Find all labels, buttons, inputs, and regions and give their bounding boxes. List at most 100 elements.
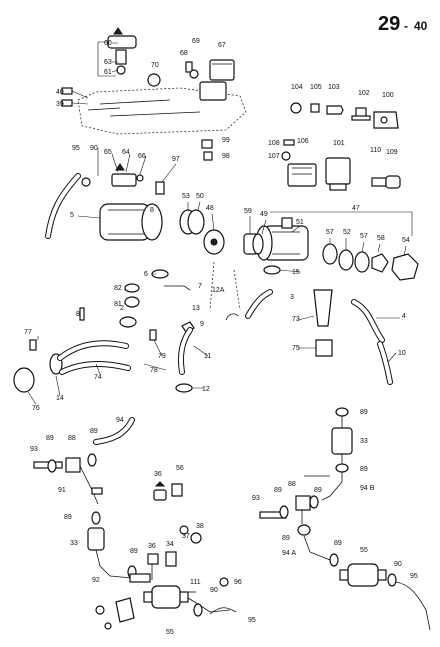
ring-15: [263, 265, 281, 275]
relay-106: [287, 163, 317, 187]
switch-100: [373, 111, 399, 129]
svg-text:94: 94: [116, 417, 124, 424]
filter-33: [87, 527, 105, 551]
svg-text:34: 34: [166, 541, 174, 548]
svg-text:11: 11: [204, 353, 211, 360]
clamp-89: [335, 407, 349, 417]
svg-text:48: 48: [206, 205, 214, 212]
svg-text:111: 111: [190, 579, 201, 586]
fuel-line-left: [33, 417, 237, 630]
svg-text:40: 40: [56, 89, 64, 96]
svg-text:55: 55: [166, 629, 174, 636]
svg-text:61: 61: [104, 69, 112, 76]
duct-74: [57, 340, 131, 375]
svg-text:38: 38: [196, 523, 204, 530]
svg-text:6: 6: [144, 271, 148, 278]
svg-text:3: 3: [290, 294, 294, 301]
pipe-10: [377, 341, 393, 385]
callout-labels: 60 63 61 40 39 70 68 69 67 104 105 103 1…: [24, 38, 418, 636]
svg-text:12: 12: [202, 386, 210, 393]
svg-text:9: 9: [200, 321, 204, 328]
switch-101: [325, 157, 351, 191]
svg-text:13: 13: [192, 305, 200, 312]
clamp-90: [193, 603, 203, 617]
screw-68: [185, 61, 193, 73]
pipe-11: [178, 327, 193, 375]
svg-text:8: 8: [76, 311, 80, 318]
svg-text:36: 36: [148, 543, 156, 550]
washer-107: [281, 151, 291, 161]
fuel-line-right: [259, 407, 431, 631]
washer-69: [189, 69, 199, 79]
clamp-89: [87, 453, 97, 467]
relay-67: [209, 59, 235, 81]
fuse-holder-109: [371, 175, 401, 189]
svg-text:55: 55: [360, 547, 368, 554]
nut-38: [190, 532, 202, 544]
cap-104: [290, 102, 302, 114]
svg-text:90: 90: [210, 587, 218, 594]
svg-text:79: 79: [158, 353, 166, 360]
svg-text:96: 96: [234, 579, 242, 586]
svg-text:92: 92: [92, 577, 100, 584]
svg-text:39: 39: [56, 101, 64, 108]
t-piece-88: [295, 495, 311, 511]
svg-text:89: 89: [360, 466, 368, 473]
screw-66: [136, 174, 144, 182]
clamp-2: [119, 316, 137, 328]
svg-text:49: 49: [260, 211, 268, 218]
page-number: 29: [378, 13, 400, 35]
svg-text:73: 73: [292, 316, 300, 323]
bracket-56: [171, 483, 183, 497]
screw-79: [149, 329, 157, 341]
svg-text:51: 51: [296, 219, 304, 226]
bracket: [115, 597, 135, 623]
cover-54: [391, 253, 419, 281]
svg-text:93: 93: [30, 446, 38, 453]
leader-lines: [27, 42, 407, 405]
svg-text:67: 67: [218, 42, 226, 49]
pipe-4: [351, 299, 385, 343]
nut: [95, 605, 105, 615]
blower-motor-5: [99, 203, 163, 241]
svg-text:8: 8: [150, 207, 154, 214]
svg-text:59: 59: [244, 208, 252, 215]
filter-33: [331, 427, 353, 455]
svg-text:50: 50: [196, 193, 204, 200]
clamp-89: [335, 463, 349, 473]
rings-57-52-57-58: [322, 243, 389, 273]
hose-91: [91, 487, 103, 495]
svg-text:36: 36: [154, 471, 162, 478]
svg-text:102: 102: [358, 90, 370, 97]
fitting-75: [315, 339, 333, 357]
svg-text:89: 89: [334, 540, 342, 547]
elbow-76: [13, 367, 35, 393]
nut-96: [219, 577, 229, 587]
screw-77: [29, 339, 37, 351]
svg-text:64: 64: [122, 149, 130, 156]
svg-text:77: 77: [24, 329, 32, 336]
svg-text:94 A: 94 A: [282, 550, 296, 557]
clamp-89: [91, 511, 101, 525]
svg-text:89: 89: [282, 535, 290, 542]
svg-text:66: 66: [138, 153, 146, 160]
washer-37: [179, 525, 189, 535]
svg-text:93: 93: [252, 495, 260, 502]
svg-text:5: 5: [70, 212, 74, 219]
clamp-89: [47, 459, 57, 473]
svg-text:52: 52: [343, 229, 351, 236]
svg-text:10: 10: [398, 350, 406, 357]
svg-text:88: 88: [288, 481, 296, 488]
svg-text:89: 89: [130, 548, 138, 555]
svg-text:65: 65: [104, 149, 112, 156]
svg-text:97: 97: [172, 156, 180, 163]
svg-text:76: 76: [32, 405, 40, 412]
clamp-90: [387, 573, 397, 587]
svg-text:101: 101: [333, 140, 345, 147]
svg-text:90: 90: [90, 145, 98, 152]
svg-text:108: 108: [268, 140, 280, 147]
bushing-105: [310, 103, 320, 113]
svg-text:81: 81: [114, 301, 122, 308]
screw-99: [201, 139, 213, 149]
clamp-89: [297, 524, 311, 536]
